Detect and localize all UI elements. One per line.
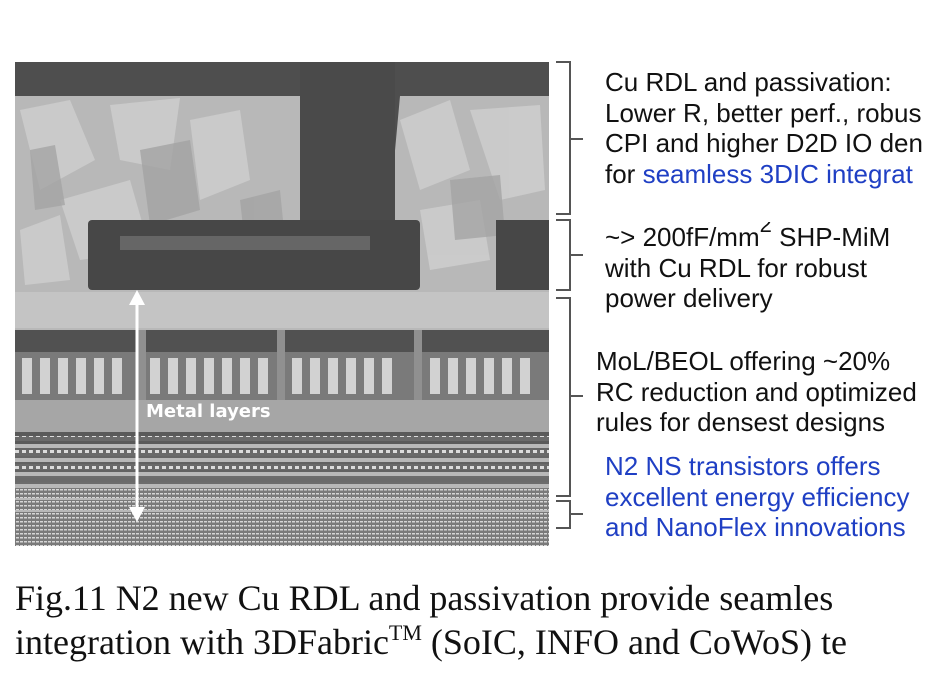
annotation-line: N2 NS transistors offers [605, 451, 932, 482]
annotation-line: for seamless 3DIC integrat [605, 159, 932, 190]
caption-superscript: TM [389, 622, 422, 645]
annotation-brackets [556, 62, 583, 528]
annotation-highlight: seamless 3DIC integrat [643, 159, 913, 189]
annotation-text: SHP-MiM [772, 222, 890, 252]
bracket-rdl [556, 62, 583, 214]
annotation-line: Lower R, better perf., robus [605, 98, 932, 129]
annotation-line: CPI and higher D2D IO den [605, 128, 932, 159]
annotation-n2-transistors: N2 NS transistors offers excellent energ… [605, 451, 932, 543]
bracket-beol [556, 298, 583, 496]
annotation-text: ~> 200fF/mm [605, 222, 760, 252]
annotation-mol-beol: MoL/BEOL offering ~20% RC reduction and … [596, 346, 932, 438]
annotation-line: Cu RDL and passivation: [605, 67, 932, 98]
annotation-cu-rdl: Cu RDL and passivation: Lower R, better … [605, 67, 932, 189]
figure-caption-line-2: integration with 3DFabricTM (SoIC, INFO … [15, 622, 932, 662]
annotation-text: for [605, 159, 643, 189]
metal-layers-label: Metal layers [146, 401, 271, 422]
annotation-line: MoL/BEOL offering ~20% [596, 346, 932, 377]
bracket-transistor [556, 501, 583, 528]
shp-mim-layer [88, 220, 420, 290]
annotation-shp-mim: ~> 200fF/mm2 SHP-MiM with Cu RDL for rob… [605, 222, 932, 314]
figure-caption-line-1: Fig.11 N2 new Cu RDL and passivation pro… [15, 578, 932, 618]
annotation-line: rules for densest designs [596, 407, 932, 438]
annotation-line: with Cu RDL for robust [605, 253, 932, 284]
sem-image: Metal layers [15, 62, 549, 546]
annotation-line: ~> 200fF/mm2 SHP-MiM [605, 222, 932, 253]
lower-metal-layers [15, 432, 549, 546]
annotation-line: RC reduction and optimized [596, 377, 932, 408]
caption-text: integration with 3DFabric [15, 622, 389, 662]
annotation-line: excellent energy efficiency [605, 482, 932, 513]
annotation-superscript: 2 [760, 222, 772, 237]
bracket-mim [556, 220, 583, 290]
annotation-line: power delivery [605, 283, 932, 314]
caption-text: (SoIC, INFO and CoWoS) te [422, 622, 847, 662]
annotation-line: and NanoFlex innovations [605, 512, 932, 543]
